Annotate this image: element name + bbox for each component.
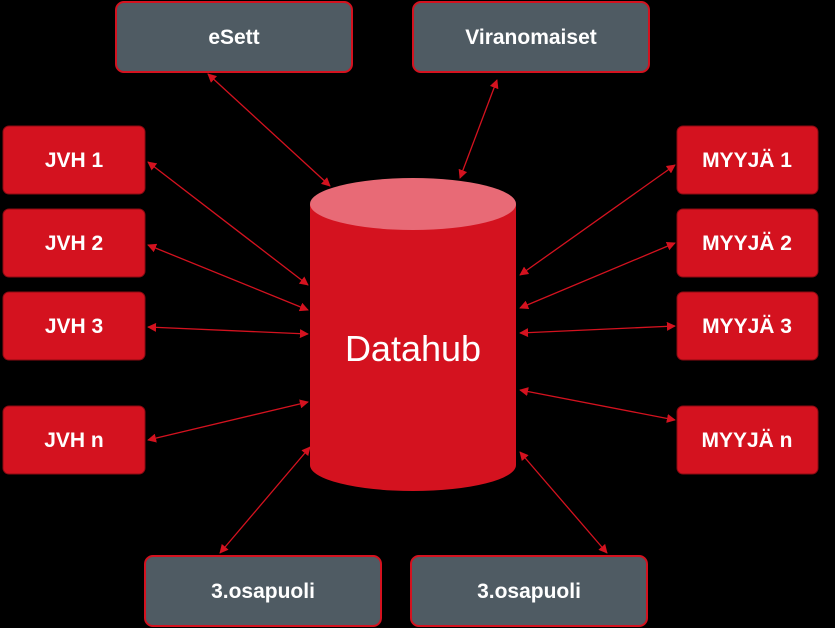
arrow-jvh-n: [147, 399, 309, 443]
arrow-jvh-2: [147, 243, 309, 312]
node-label: MYYJÄ 3: [702, 315, 792, 338]
arrow-third-party-right: [519, 451, 608, 554]
cylinder-body: [310, 204, 516, 491]
arrow-jvh-3: [147, 322, 309, 339]
connection-arrows: [147, 73, 676, 554]
node-label: JVH 1: [45, 149, 104, 172]
arrow-third-party-left: [219, 446, 311, 554]
node-label: JVH 2: [45, 232, 103, 255]
node-label: 3.osapuoli: [477, 580, 581, 603]
node-myyja-1: MYYJÄ 1: [676, 125, 819, 195]
node-viranomaiset: Viranomaiset: [412, 1, 650, 73]
arrow-esett: [207, 73, 331, 187]
node-label: JVH 3: [45, 315, 103, 338]
node-label: JVH n: [44, 429, 104, 452]
node-label: 3.osapuoli: [211, 580, 315, 603]
node-esett: eSett: [115, 1, 353, 73]
arrow-myyja-3: [519, 321, 676, 338]
node-myyja-n: MYYJÄ n: [676, 405, 819, 475]
node-label: MYYJÄ 2: [702, 232, 792, 255]
arrow-myyja-1: [519, 164, 676, 276]
cylinder-top: [310, 178, 516, 230]
node-myyja-3: MYYJÄ 3: [676, 291, 819, 361]
node-jvh-2: JVH 2: [2, 208, 146, 278]
node-label: Viranomaiset: [465, 26, 597, 49]
arrow-myyja-n: [519, 387, 676, 423]
node-jvh-3: JVH 3: [2, 291, 146, 361]
hub-label: Datahub: [345, 328, 481, 369]
node-label: MYYJÄ n: [701, 429, 792, 452]
node-jvh-n: JVH n: [2, 405, 146, 475]
node-third-party-right: 3.osapuoli: [410, 555, 648, 627]
node-myyja-2: MYYJÄ 2: [676, 208, 819, 278]
node-third-party-left: 3.osapuoli: [144, 555, 382, 627]
arrow-myyja-2: [519, 241, 676, 310]
arrow-viranomaiset: [458, 79, 499, 179]
node-jvh-1: JVH 1: [2, 125, 146, 195]
arrow-jvh-1: [147, 161, 309, 286]
node-label: MYYJÄ 1: [702, 149, 792, 172]
datahub-cylinder: Datahub: [310, 178, 516, 491]
node-label: eSett: [208, 26, 259, 49]
